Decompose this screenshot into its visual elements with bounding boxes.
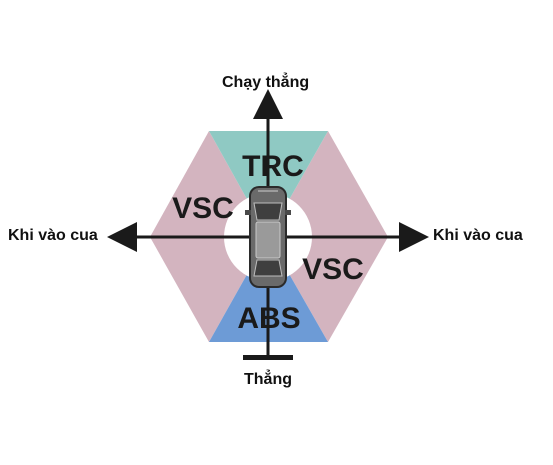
label-left-cornering: Khi vào cua [8,227,98,244]
vsc-left-label: VSC [172,192,234,225]
abs-label: ABS [237,302,300,335]
label-right-cornering: Khi vào cua [433,227,523,244]
vsc-right-label: VSC [302,253,364,286]
vertical-axis-base-bar [243,355,293,360]
label-straight-braking: Thẳng [244,371,292,388]
label-straight-driving: Chạy thẳng [222,74,310,91]
trc-label: TRC [242,150,304,183]
car-icon [245,186,291,288]
